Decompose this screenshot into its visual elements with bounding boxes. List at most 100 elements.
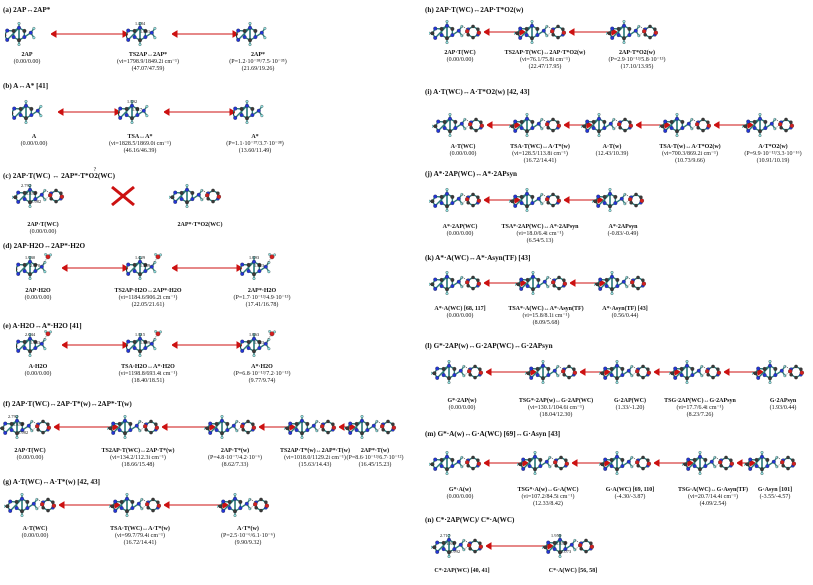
carbon-atom <box>151 497 155 502</box>
carbon-atom <box>259 508 263 513</box>
oxygen-atom <box>205 193 210 198</box>
equilibrium-arrow <box>654 459 693 467</box>
nitrogen-atom <box>250 113 255 118</box>
hydrogen-bond <box>546 26 554 30</box>
hydrogen-atom <box>43 270 47 274</box>
nitrogen-atom <box>535 373 540 378</box>
molecule-structure <box>581 113 634 137</box>
carbon-atom <box>246 419 250 424</box>
oxygen-atom <box>59 194 65 199</box>
carbon-atom <box>589 541 593 545</box>
nitrogen-atom <box>525 191 529 196</box>
nitrogen-atom <box>245 103 249 108</box>
nitrogen-atom <box>143 35 148 40</box>
section-title: (c) 2AP·T(WC) ↔ 2AP*·T*O2(WC) <box>3 172 115 180</box>
nitrogen-atom <box>130 506 135 511</box>
hydrogen-atom <box>43 347 47 351</box>
structure-label: A·T*O2(w)(P=9.9·10⁻¹³/3.3·10⁻¹⁶)(10.91/1… <box>744 144 801 165</box>
nitrogen-atom <box>233 106 238 111</box>
relative-energy: (-0.83/-0.49) <box>607 230 639 237</box>
oxygen-atom <box>646 370 652 375</box>
covalent-bond <box>209 420 223 434</box>
nitrogen-atom <box>123 418 127 423</box>
relative-energy: (0.00/0.00) <box>24 294 52 301</box>
nitrogen-atom <box>633 28 638 33</box>
carbon-atom <box>525 277 530 282</box>
carbon-atom <box>600 371 605 376</box>
carbon-atom <box>519 194 524 199</box>
carbon-atom <box>445 204 449 209</box>
structure-label: TS2AP·T*(w)↔2AP*·T(w)(νi=1018.0/1129.2i … <box>280 448 350 469</box>
hydrogen-atom <box>252 354 256 357</box>
nitrogen-atom <box>436 119 441 124</box>
hydrogen-atom <box>669 371 671 375</box>
structure-name: A*·2AP(WC) <box>442 224 478 230</box>
bond-distance-label: 2.073 <box>560 549 572 554</box>
covalent-bond <box>4 420 18 434</box>
oxygen-atom <box>476 30 482 35</box>
nitrogen-atom <box>598 277 603 282</box>
hydrogen-bond <box>631 366 639 370</box>
relative-energy: (-3.55/-4.57) <box>759 493 791 500</box>
carbon-atom <box>648 35 652 40</box>
nitrogen-atom <box>238 506 243 511</box>
section-title: (k) A*·A(WC)↔A*·Asyn(TF) [43] <box>425 254 531 262</box>
hydrogen-atom <box>599 371 601 375</box>
population-value: (P=1.1·10⁻³⁷/3.7·10⁻³⁸) <box>226 140 284 147</box>
structure-label: A·T(WC)(0.00/0.00) <box>450 144 477 158</box>
structure-name: 2AP* <box>251 52 265 58</box>
molecule-structure <box>514 20 567 44</box>
relative-energy: (12.33/8.42) <box>533 500 563 507</box>
nitrogen-atom <box>541 28 546 33</box>
carbon-atom <box>754 457 759 462</box>
molecule-structure <box>284 415 337 439</box>
carbon-atom <box>33 262 38 267</box>
carbon-atom <box>546 126 550 130</box>
hydrogen-atom <box>284 426 286 430</box>
population-value: (P=1.2·10⁻³⁸/7.5·10⁻³⁵) <box>229 58 287 65</box>
section-title: (a) 2AP↔2AP* <box>3 6 51 14</box>
molecule-structure <box>509 188 562 212</box>
nitrogen-atom <box>760 454 764 459</box>
carbon-atom <box>516 282 521 287</box>
carbon-atom <box>9 421 14 426</box>
relative-energy: (18.40/18.51) <box>131 377 165 384</box>
equilibrium-arrow <box>51 30 128 38</box>
nitrogen-atom <box>513 119 518 124</box>
hydrogen-atom <box>273 330 276 334</box>
covalent-bond <box>436 365 450 379</box>
nitrogen-atom <box>214 428 219 433</box>
bond-distance-label: 1.289 <box>139 263 151 268</box>
covalent-bond <box>547 539 561 553</box>
nitrogen-atom <box>447 537 451 542</box>
nitrogen-atom <box>233 115 238 120</box>
carbon-atom <box>562 278 566 282</box>
carbon-atom <box>441 366 446 371</box>
nitrogen-atom <box>9 428 14 433</box>
hydrogen-atom <box>700 364 704 368</box>
oxygen-atom <box>553 460 558 465</box>
hydrogen-atom <box>263 36 267 40</box>
hydrogen-bond <box>31 421 39 425</box>
nitrogen-atom <box>627 33 632 38</box>
carbon-atom <box>551 117 555 122</box>
nitrogen-atom <box>679 373 684 378</box>
equilibrium-arrow <box>62 341 128 349</box>
relative-energy: (0.00/0.00) <box>446 493 474 500</box>
covalent-bond <box>522 456 536 470</box>
hydrogen-atom <box>123 436 127 439</box>
hydrogen-bond <box>464 119 472 123</box>
carbon-atom <box>719 464 723 468</box>
molecule-structure <box>16 330 52 357</box>
nitrogen-atom <box>513 128 518 133</box>
nitrogen-atom <box>771 459 776 464</box>
oxygen-atom <box>478 544 484 549</box>
carbon-atom <box>149 430 153 435</box>
nitrogen-atom <box>111 430 116 435</box>
hydrogen-bond <box>201 190 209 194</box>
bond-distance-label: 1.401 <box>139 29 151 34</box>
bond-distance-label: 1.399 <box>139 340 151 345</box>
carbon-atom <box>556 24 560 29</box>
nitrogen-atom <box>610 35 615 40</box>
nitrogen-atom <box>529 375 534 380</box>
